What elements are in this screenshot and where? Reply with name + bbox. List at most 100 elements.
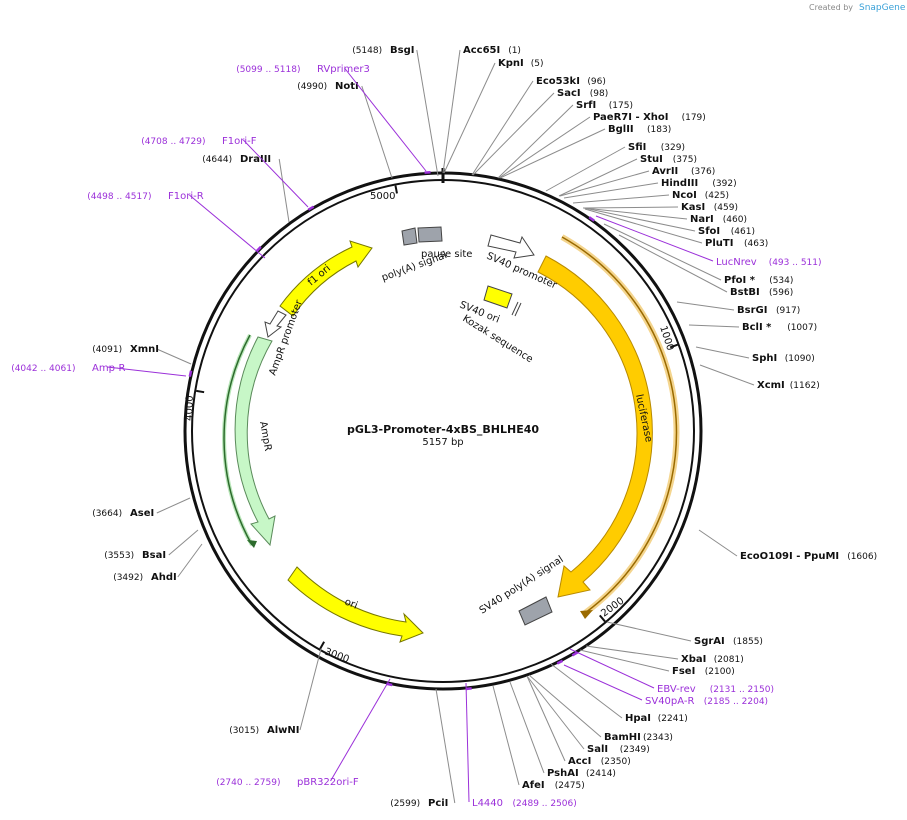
site-bamhi[interactable]: BamHI(2343): [528, 674, 673, 743]
primer-name: F1ori-R: [168, 191, 204, 202]
site-stui[interactable]: StuI(375): [558, 154, 697, 197]
site-bsgi[interactable]: BsgI(5148): [352, 45, 439, 177]
primer-ebv-rev[interactable]: EBV-rev(2131 .. 2150): [569, 648, 774, 695]
site-saci[interactable]: SacI(98): [472, 88, 608, 176]
site-eco53ki[interactable]: Eco53kI(96): [471, 76, 606, 176]
site-connector: [698, 529, 738, 557]
site-acc65i[interactable]: Acc65I(1): [442, 45, 521, 174]
site-sfoi[interactable]: SfoI(461): [583, 207, 755, 237]
plasmid-length: 5157 bp: [422, 437, 463, 448]
primer-name: EBV-rev: [657, 684, 696, 695]
site-connector: [492, 685, 520, 786]
site-ncoi[interactable]: NcoI(425): [572, 190, 729, 204]
site-alwni[interactable]: AlwNI(3015): [229, 648, 322, 736]
site-xcmi[interactable]: XcmI(1162): [699, 364, 820, 391]
site-xbai[interactable]: XbaI(2081): [585, 645, 744, 665]
site-hpai[interactable]: HpaI(2241): [550, 663, 688, 724]
primer-mark: [556, 659, 564, 665]
site-paer7i-xhoi[interactable]: PaeR7I - XhoI(179): [498, 112, 706, 179]
primer-sv40pa-r[interactable]: SV40pA-R(2185 .. 2204): [556, 659, 768, 707]
site-draiii[interactable]: DraIII(4644): [202, 154, 290, 223]
site-noti[interactable]: NotI (4990): [297, 81, 393, 179]
site-nari[interactable]: NarI(460): [583, 207, 747, 225]
primer-rvprimer3[interactable]: RVprimer3(5099 .. 5118): [236, 64, 431, 174]
site-sphi[interactable]: SphI(1090): [695, 346, 815, 364]
primer-lucnrev[interactable]: LucNrev(493 .. 511): [588, 215, 822, 268]
primer-connector: [189, 194, 266, 259]
site-bglii[interactable]: BglII(183): [499, 124, 671, 179]
site-kpni[interactable]: KpnI(5): [443, 58, 544, 174]
primer-name: Amp-R: [92, 363, 126, 374]
site-position: (179): [682, 113, 706, 123]
site-bsrgi[interactable]: BsrGI(917): [676, 301, 800, 316]
site-ecoo109i-ppumi[interactable]: EcoO109I - PpuMI(1606): [698, 529, 877, 562]
site-hindiii[interactable]: HindIII(392): [563, 178, 737, 199]
site-pfoi[interactable]: PfoI *(534): [603, 223, 793, 286]
site-position: (3664): [92, 509, 122, 519]
site-fsei[interactable]: FseI(2100): [579, 649, 735, 677]
site-kasi[interactable]: KasI(459): [582, 202, 738, 213]
site-ahdi[interactable]: AhdI(3492): [113, 543, 203, 583]
site-pluti[interactable]: PluTI (463): [584, 208, 768, 249]
site-connector: [582, 206, 679, 209]
site-connector: [177, 543, 203, 578]
primer-f1ori-r[interactable]: F1ori-R (4498 .. 4517): [87, 191, 266, 259]
site-connector: [435, 688, 456, 804]
site-pshai[interactable]: PshAI(2414): [509, 681, 616, 779]
site-name: NotI: [335, 81, 359, 92]
site-position: (459): [714, 203, 738, 213]
site-position: (463): [744, 239, 768, 249]
site-position: (1855): [733, 637, 763, 647]
site-name: PluTI: [705, 238, 733, 249]
site-position: (534): [769, 276, 793, 286]
site-name: AvrII: [652, 166, 678, 177]
site-name: Acc65I: [463, 45, 500, 56]
site-position: (4644): [202, 155, 232, 165]
site-connector: [545, 146, 626, 192]
site-xmni[interactable]: XmnI(4091): [92, 344, 192, 365]
site-pcii[interactable]: PciI(2599): [390, 688, 456, 809]
ampr-promoter-arrow: [264, 310, 287, 338]
primer-position: (4498 .. 4517): [87, 192, 151, 202]
site-bsai[interactable]: BsaI(3553): [104, 529, 199, 561]
site-position: (1090): [785, 354, 815, 364]
primer-amp-r[interactable]: Amp-R(4042 .. 4061): [11, 363, 193, 377]
primer-mark: [188, 370, 193, 377]
site-name: XcmI: [757, 380, 785, 391]
site-position: (2475): [555, 781, 585, 791]
pause-site-box: [417, 226, 443, 243]
site-sfii[interactable]: SfiI(329): [545, 142, 685, 192]
tick-mark: [599, 614, 606, 623]
site-avrii[interactable]: AvrII(376): [559, 166, 715, 197]
primer-name: LucNrev: [716, 257, 757, 268]
tick-mark: [394, 185, 398, 194]
site-bstbi[interactable]: BstBI(596): [618, 234, 793, 298]
site-name: SfiI: [628, 142, 646, 153]
primer-name: SV40pA-R: [645, 696, 694, 707]
site-acci[interactable]: AccI(2350): [526, 675, 631, 767]
site-name: BsaI: [142, 550, 166, 561]
primer-f1ori-f[interactable]: F1ori-F(4708 .. 4729): [141, 136, 315, 211]
site-afei[interactable]: AfeI(2475): [492, 685, 585, 791]
site-asei[interactable]: AseI (3664): [92, 497, 191, 519]
primer-name: RVprimer3: [317, 64, 370, 75]
primer-l4440[interactable]: L4440(2489 .. 2506): [465, 682, 577, 809]
feature-label-ori: ori: [343, 597, 359, 612]
primer-pbr322ori-f[interactable]: pBR322ori-F(2740 .. 2759): [216, 678, 393, 788]
site-name: SalI: [587, 744, 608, 755]
site-name: Eco53kI: [536, 76, 580, 87]
site-connector: [442, 49, 461, 174]
site-name: AseI: [130, 508, 154, 519]
site-position: (4990): [297, 82, 327, 92]
site-sgrai[interactable]: SgrAI(1855): [606, 621, 763, 647]
site-name: BclI *: [742, 322, 772, 333]
site-srfi[interactable]: SrfI(175): [497, 100, 633, 179]
site-connector: [584, 208, 703, 244]
site-sali[interactable]: SalI(2349): [526, 675, 650, 755]
site-bcli[interactable]: BclI * (1007): [688, 322, 817, 333]
site-connector: [528, 674, 602, 738]
sv40-ori-box: [483, 285, 513, 309]
primer-mark: [255, 246, 262, 253]
tick-mark: [319, 641, 325, 650]
site-position: (1007): [787, 323, 817, 333]
